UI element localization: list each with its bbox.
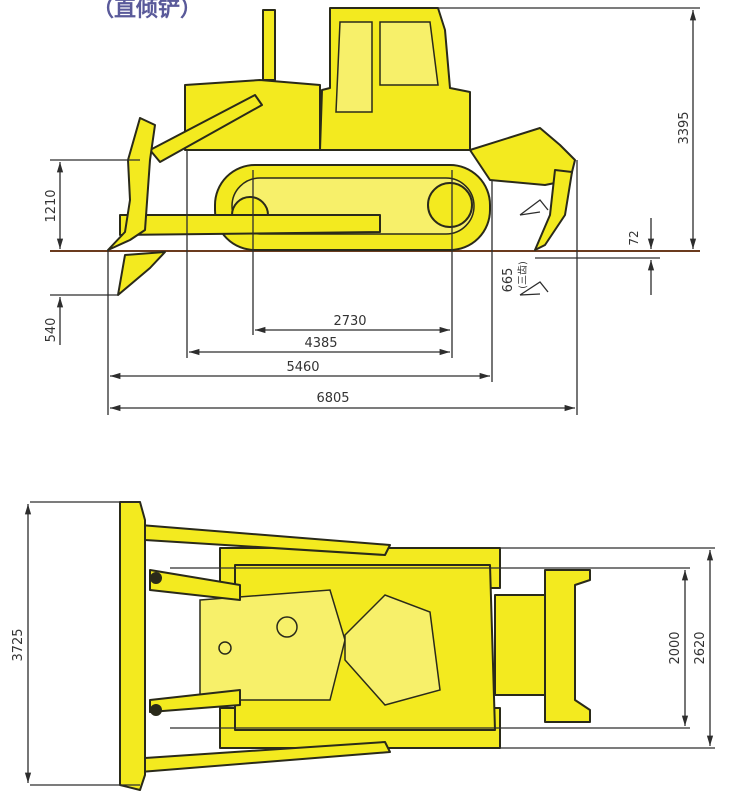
blade-dig-depth-label: 540 bbox=[44, 318, 59, 343]
side-view: 3395 1210 540 72 665 (三齿) 2730 4385 5460… bbox=[44, 7, 700, 415]
overall-length-label: 6805 bbox=[316, 391, 349, 406]
track-gauge-label: 2000 bbox=[668, 631, 683, 664]
track-length-label: 2730 bbox=[333, 314, 366, 329]
push-arm bbox=[119, 214, 381, 236]
blade-height-label: 1210 bbox=[44, 189, 59, 222]
ripper-lowered-outline bbox=[519, 281, 549, 296]
engine-hood bbox=[184, 79, 321, 151]
tilt-cylinder bbox=[149, 569, 241, 601]
dim-4385-label: 4385 bbox=[304, 336, 337, 351]
blade bbox=[119, 501, 146, 791]
top-view: 3725 2000 2620 bbox=[11, 501, 715, 791]
ripper-raised-outline bbox=[519, 199, 549, 216]
sprocket bbox=[427, 182, 473, 228]
blade-lowered bbox=[117, 251, 166, 296]
ripper-note-label: (三齿) bbox=[517, 261, 529, 289]
blade-joint bbox=[150, 572, 162, 584]
exhaust bbox=[276, 616, 298, 638]
dim-5460-label: 5460 bbox=[286, 360, 319, 375]
ripper-frame bbox=[469, 127, 576, 186]
ripper-shank bbox=[534, 169, 573, 251]
blade bbox=[107, 117, 156, 251]
ripper bbox=[544, 569, 591, 723]
tilt-cylinder bbox=[149, 689, 241, 713]
cab-roof bbox=[344, 594, 441, 706]
ground-clearance-label: 72 bbox=[627, 230, 641, 245]
ripper-beam bbox=[494, 594, 546, 696]
overall-height-label: 3395 bbox=[677, 111, 692, 144]
blade-joint bbox=[150, 704, 162, 716]
tilt-cylinder bbox=[149, 94, 263, 163]
exhaust-stack bbox=[262, 9, 276, 81]
engine-hood bbox=[199, 589, 346, 701]
overall-width-label: 2620 bbox=[693, 631, 708, 664]
cab-window bbox=[335, 21, 373, 113]
cab-window bbox=[379, 21, 439, 86]
diagram-title: （直倾铲） bbox=[92, 0, 202, 22]
extension-lines bbox=[50, 7, 700, 415]
precleaner bbox=[218, 641, 232, 655]
ripper-depth-label: 665 bbox=[501, 268, 516, 293]
blade-width-label: 3725 bbox=[11, 628, 26, 661]
